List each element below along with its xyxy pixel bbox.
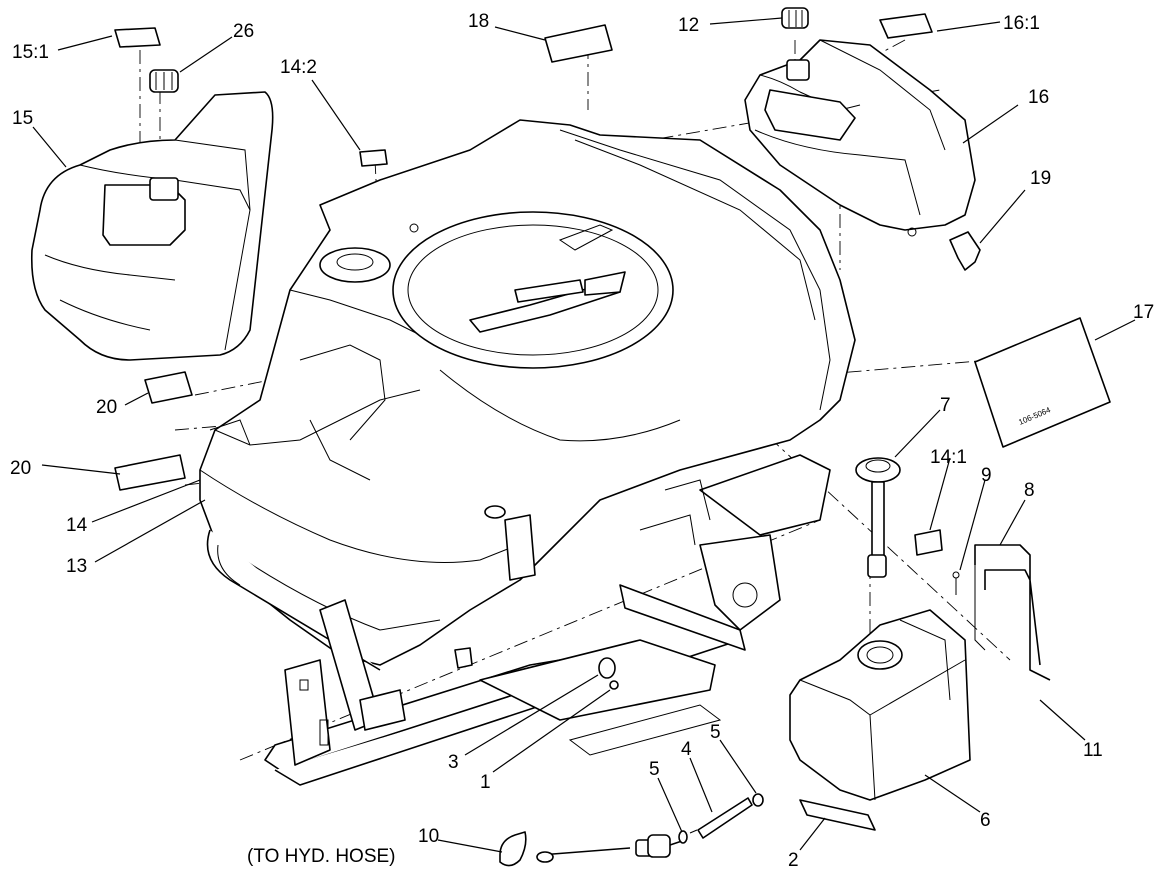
callout-16: 16 xyxy=(1028,87,1049,108)
right-fuel-tank xyxy=(744,39,976,237)
decal-14-2 xyxy=(359,149,388,167)
callout-9: 9 xyxy=(981,465,992,486)
callout-labels: 15:1 26 15 14:2 18 12 16:1 16 19 17 20 2… xyxy=(10,11,1154,871)
callout-3: 3 xyxy=(448,752,459,773)
callout-14-1: 14:1 xyxy=(930,447,967,468)
callout-14-2: 14:2 xyxy=(280,57,317,78)
callout-20b: 20 xyxy=(10,458,31,479)
callout-14: 14 xyxy=(66,515,88,536)
callout-16-1: 16:1 xyxy=(1003,13,1040,34)
callout-5b: 5 xyxy=(710,722,721,743)
leader-lines xyxy=(32,17,1136,853)
callout-17: 17 xyxy=(1133,302,1154,323)
fuel-sender-7 xyxy=(855,457,901,578)
fitting-19 xyxy=(949,231,981,271)
callout-11: 11 xyxy=(1083,740,1103,761)
callout-10: 10 xyxy=(418,826,439,847)
frame xyxy=(206,454,831,786)
callout-6: 6 xyxy=(980,810,991,831)
strap-8 xyxy=(952,544,1051,681)
decal-17: 106-5064 xyxy=(974,317,1111,448)
callout-20a: 20 xyxy=(96,397,117,418)
callout-12: 12 xyxy=(678,15,699,36)
tie-10 xyxy=(499,831,527,867)
decal-18 xyxy=(544,24,613,63)
callout-19: 19 xyxy=(1030,168,1051,189)
lower-fuel-tank-6 xyxy=(789,609,971,801)
hood-assembly xyxy=(199,119,856,666)
callout-26: 26 xyxy=(233,21,254,42)
clamp-3 xyxy=(598,657,619,690)
decal-15-1 xyxy=(114,27,161,48)
callout-15: 15 xyxy=(12,108,33,129)
callout-13: 13 xyxy=(66,556,87,577)
decal-20a xyxy=(144,371,193,404)
callout-15-1: 15:1 xyxy=(12,42,49,63)
callout-18: 18 xyxy=(468,11,489,32)
callout-7: 7 xyxy=(940,395,951,416)
cap-12 xyxy=(781,7,810,81)
callout-4: 4 xyxy=(681,739,692,760)
decal-16-1 xyxy=(879,13,933,39)
note-to-hyd-hose: (TO HYD. HOSE) xyxy=(247,846,396,867)
callout-5a: 5 xyxy=(649,759,660,780)
fuel-line xyxy=(536,793,764,863)
decal-20b xyxy=(114,454,186,491)
decal-14-1 xyxy=(914,529,943,556)
callout-8: 8 xyxy=(1024,480,1035,501)
decal-2 xyxy=(799,799,876,831)
cap-26 xyxy=(149,69,179,93)
callout-1: 1 xyxy=(480,772,491,793)
left-fuel-tank xyxy=(30,91,274,361)
callout-2: 2 xyxy=(788,850,799,871)
